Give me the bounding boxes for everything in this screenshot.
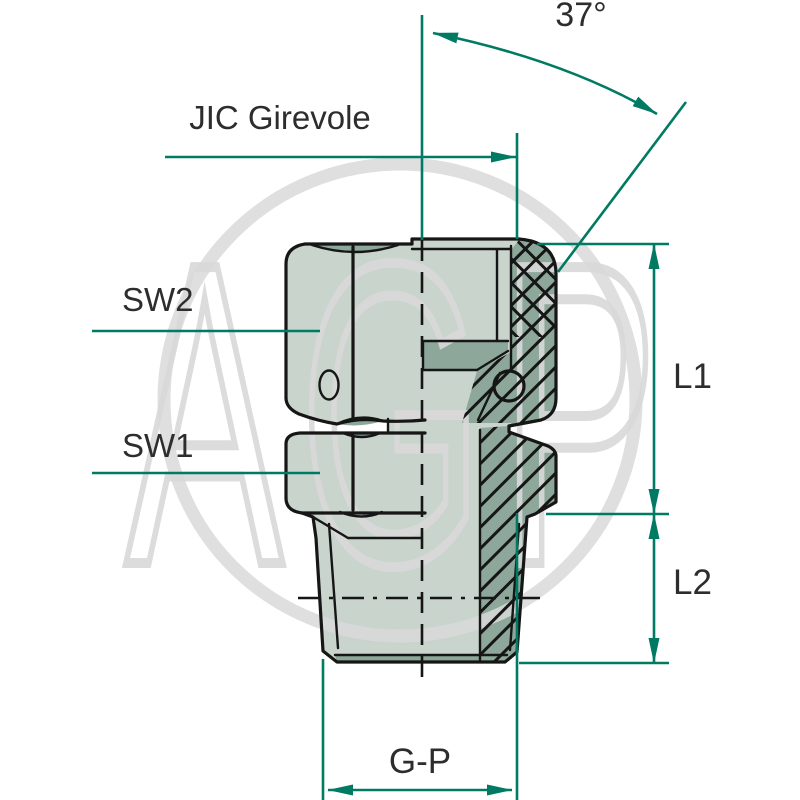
section-ball-detail	[492, 369, 526, 403]
l2-label: L2	[673, 563, 712, 602]
watermark: AGP	[122, 157, 675, 658]
watermark-circle	[157, 157, 643, 643]
sw2-label: SW2	[122, 281, 194, 318]
gp-label: G-P	[388, 742, 452, 781]
wedge-hatch	[462, 352, 511, 423]
part-linework	[284, 237, 558, 688]
sw1-label: SW1	[122, 427, 194, 464]
lock-wire-hole	[318, 369, 340, 401]
section-hatching	[462, 240, 556, 662]
nut-thread-crosshatch	[511, 240, 556, 337]
jic-swivel-label: JIC Girevole	[189, 99, 371, 136]
angle-arc-arrow	[432, 31, 658, 116]
angle-label: 37°	[555, 0, 607, 34]
l1-label: L1	[673, 357, 712, 396]
watermark-text: AGP	[126, 174, 675, 655]
dimension-lines	[92, 15, 688, 800]
